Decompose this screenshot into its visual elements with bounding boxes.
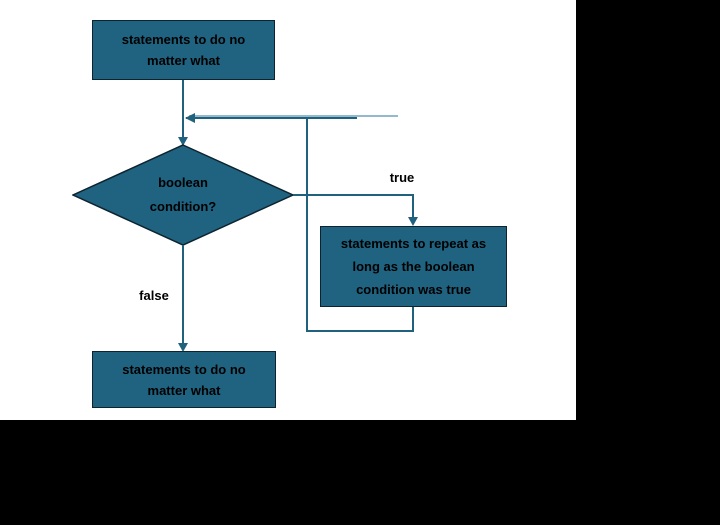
connector-repeatbox-to-loopback bbox=[412, 307, 414, 332]
arrowhead-left-loopback-icon bbox=[185, 113, 195, 123]
flow-node-text-line: statements to repeat as bbox=[340, 236, 487, 251]
flow-node-text-line: condition? bbox=[149, 199, 217, 214]
flow-node-text-line: statements to do no bbox=[122, 361, 246, 377]
arrowhead-down-into-bottombox-icon bbox=[178, 343, 188, 352]
arrowhead-down-into-repeatbox-icon bbox=[408, 217, 418, 226]
loopback-line-vertical-left bbox=[306, 117, 308, 332]
connector-true-horizontal bbox=[293, 194, 413, 196]
flow-node-repeat-statements: statements to repeat as long as the bool… bbox=[320, 226, 507, 307]
arrowhead-down-into-decision-icon bbox=[178, 137, 188, 146]
true-branch-label: true bbox=[389, 170, 415, 185]
flow-node-statements-before: statements to do no matter what bbox=[92, 20, 275, 80]
flow-node-text-line: long as the boolean bbox=[352, 259, 475, 274]
loopback-line-bottom bbox=[306, 330, 414, 332]
flow-node-text-line: matter what bbox=[147, 53, 220, 68]
flow-node-decision: boolean condition? bbox=[72, 144, 294, 246]
flow-node-statements-after: statements to do no matter what bbox=[92, 351, 276, 408]
flow-node-text-line: statements to do no bbox=[121, 32, 246, 47]
connector-true-vertical bbox=[412, 194, 414, 220]
connector-false-vertical bbox=[182, 245, 184, 345]
connector-topbox-to-decision bbox=[182, 80, 184, 140]
flow-node-text-line: boolean bbox=[158, 175, 208, 190]
loopback-line-horizontal bbox=[186, 117, 357, 119]
loopback-line-light bbox=[189, 115, 398, 117]
false-branch-label: false bbox=[139, 288, 169, 303]
flow-node-text-line: condition was true bbox=[356, 282, 471, 297]
flow-node-text-line: matter what bbox=[147, 382, 221, 398]
